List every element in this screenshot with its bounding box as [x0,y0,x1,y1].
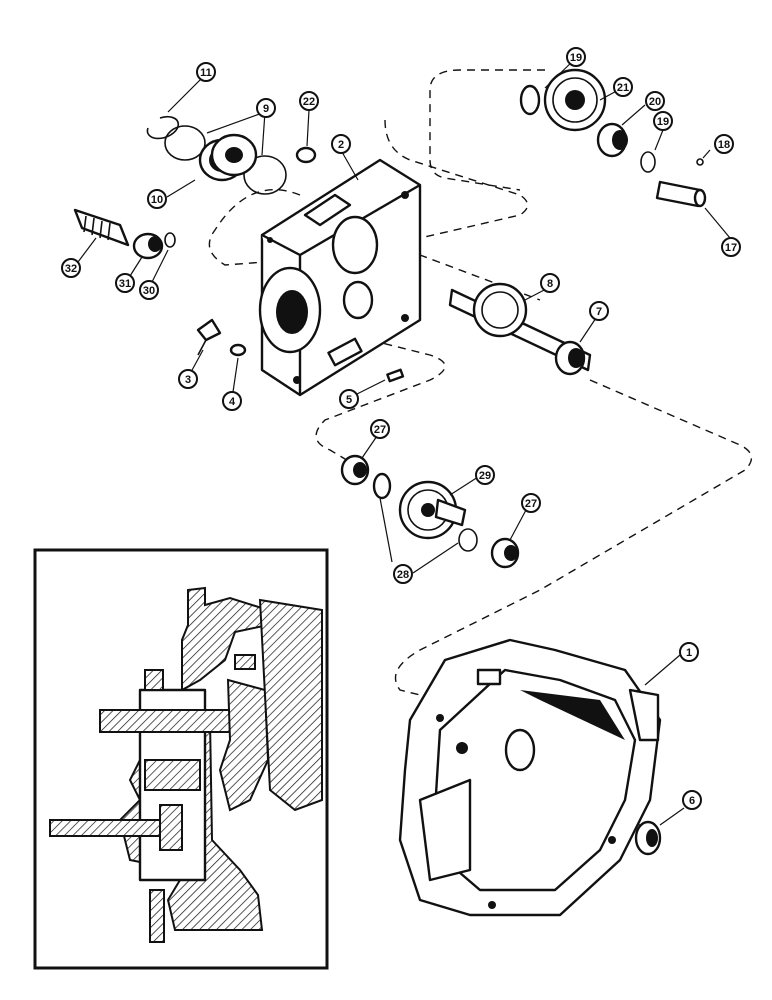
callout-8: 8 [540,273,560,293]
callout-3: 3 [178,369,198,389]
callout-20: 20 [645,91,665,111]
callout-28: 28 [393,564,413,584]
thrust-washer-28-left [372,472,392,500]
snap-ring-11 [146,115,180,140]
svg-text:18: 18 [718,139,730,151]
svg-text:27: 27 [374,424,386,436]
callout-22: 22 [299,91,319,111]
callout-11: 11 [196,62,216,82]
callout-17: 17 [721,237,741,257]
bearing-27-right [490,537,520,569]
thrust-washer-19-top [519,84,541,116]
washer-4 [229,343,247,357]
svg-text:19: 19 [570,52,582,64]
svg-text:3: 3 [185,374,191,386]
seal-6 [634,820,662,856]
bearing-27-left [340,454,370,486]
plug-22 [295,146,317,164]
callout-19-top: 19 [566,47,586,67]
gear-shaft-8 [448,282,592,372]
svg-text:7: 7 [596,306,602,318]
callout-31: 31 [115,273,135,293]
svg-text:19: 19 [657,116,669,128]
callout-6: 6 [682,790,702,810]
bearing-10 [198,133,258,182]
svg-text:17: 17 [725,242,737,254]
callout-7: 7 [589,301,609,321]
idler-gear-29 [398,480,467,540]
washer-30 [164,232,176,248]
thrust-washer-19-right [640,151,656,173]
callout-27-left: 27 [370,419,390,439]
thrust-washer-28-right [458,528,478,552]
gear-21 [543,68,607,132]
ball-18 [696,158,704,166]
gear-housing-plate [258,158,422,397]
svg-text:29: 29 [479,470,491,482]
callout-19-right: 19 [653,111,673,131]
callout-4: 4 [222,391,242,411]
svg-text:8: 8 [547,278,553,290]
callout-18: 18 [714,134,734,154]
callout-27-right: 27 [521,493,541,513]
svg-text:28: 28 [397,569,409,581]
svg-text:20: 20 [649,96,661,108]
callout-32: 32 [61,258,81,278]
seal-rings-9 [164,125,287,195]
svg-text:5: 5 [346,394,352,406]
svg-text:1: 1 [686,647,692,659]
callout-9: 9 [256,98,276,118]
callout-29: 29 [475,465,495,485]
pin-17 [655,180,707,208]
shaft-32 [73,208,130,247]
svg-text:22: 22 [303,96,315,108]
svg-text:2: 2 [338,139,344,151]
bearing-20 [596,122,628,158]
callout-1: 1 [679,642,699,662]
callout-21: 21 [613,77,633,97]
svg-text:27: 27 [525,498,537,510]
callout-30: 30 [139,280,159,300]
svg-text:21: 21 [617,82,629,94]
svg-text:11: 11 [200,67,212,79]
leader-lines [77,57,731,826]
svg-text:6: 6 [689,795,695,807]
sectional-view-inset [33,548,329,970]
callout-5: 5 [339,389,359,409]
svg-text:31: 31 [119,278,131,290]
svg-text:10: 10 [151,194,163,206]
svg-text:4: 4 [229,396,236,408]
bolt-3 [196,318,222,356]
bearing-7 [554,340,586,376]
svg-text:32: 32 [65,263,77,275]
bell-housing [398,638,662,917]
bearing-31 [132,232,164,260]
pin-5 [386,368,405,383]
callout-2: 2 [331,134,351,154]
callout-10: 10 [147,189,167,209]
svg-text:9: 9 [263,103,269,115]
svg-text:30: 30 [143,285,155,297]
